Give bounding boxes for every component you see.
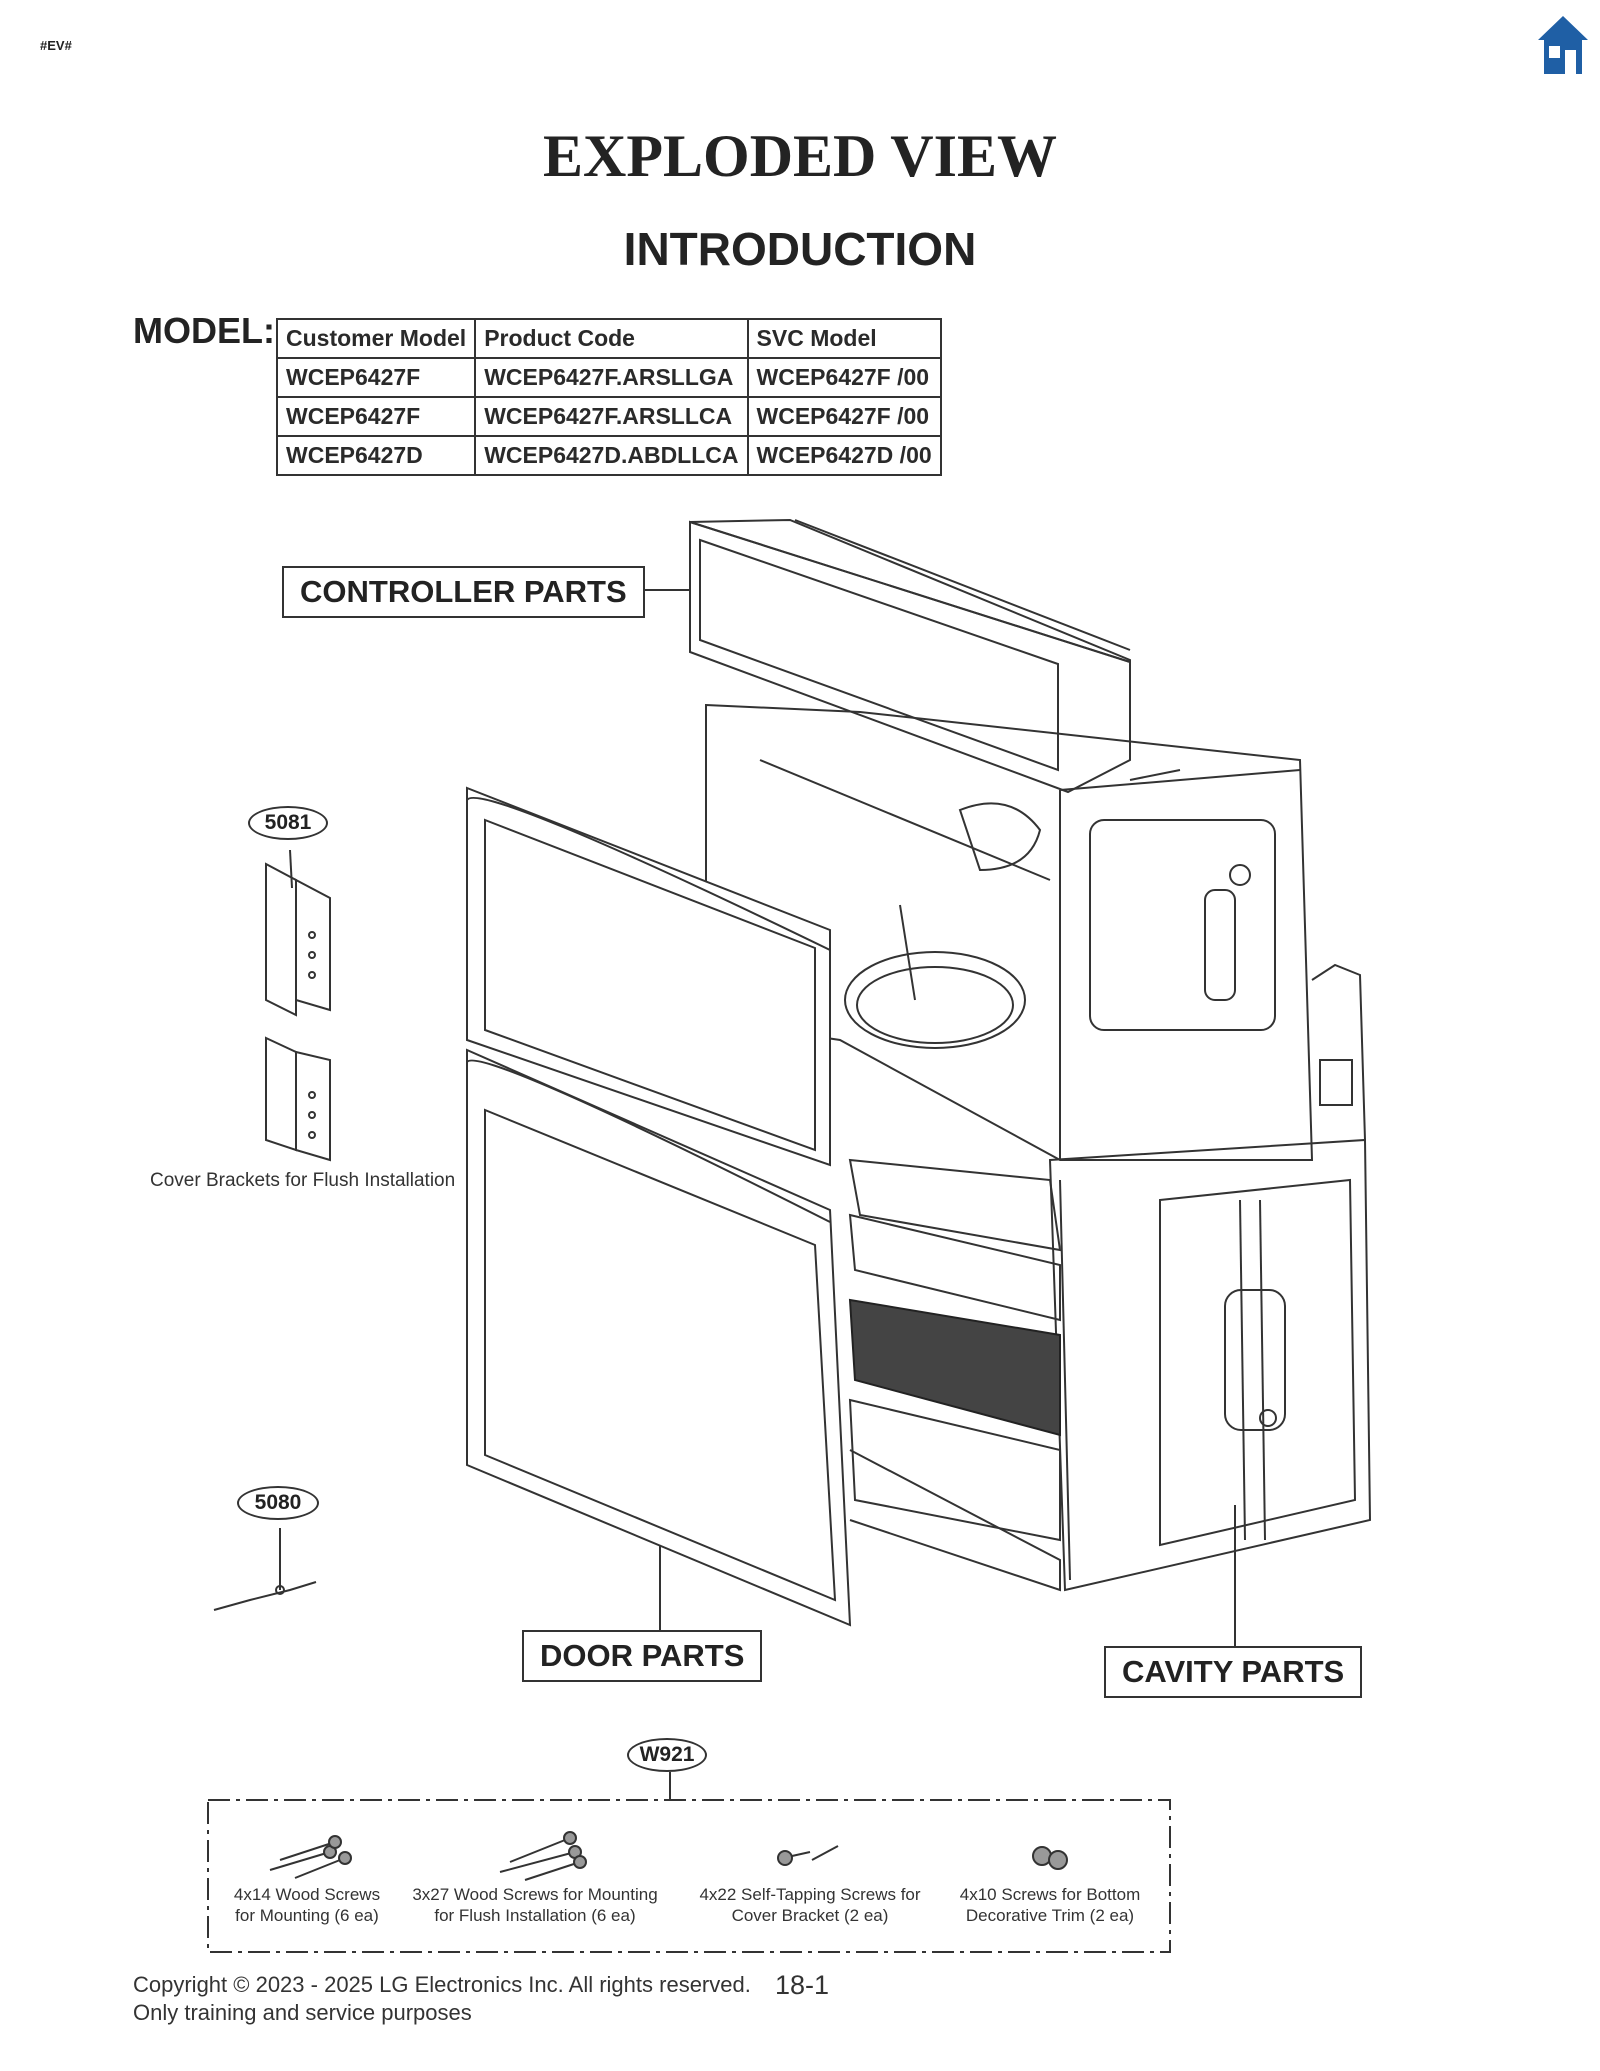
usage-note: Only training and service purposes (133, 2000, 472, 2025)
hardware-label-line: Decorative Trim (2 ea) (965, 1906, 1135, 1925)
model-table: Customer Model Product Code SVC Model WC… (275, 318, 942, 476)
page-subtitle: INTRODUCTION (623, 223, 977, 275)
hardware-item: 4x10 Screws for Bottom Decorative Trim (… (945, 1884, 1155, 1926)
table-cell: WCEP6427F (275, 357, 477, 398)
part-5081-bubble[interactable]: 5081 (248, 806, 328, 840)
cable-illustration (213, 1528, 317, 1611)
column-header: Customer Model (275, 318, 477, 359)
model-label: MODEL: (133, 310, 275, 351)
cavity-parts-label[interactable]: CAVITY PARTS (1104, 1646, 1363, 1698)
table-cell: WCEP6427F.ARSLLGA (474, 357, 749, 398)
wood-screws-long-illustration (499, 1831, 587, 1881)
self-tapping-screws-illustration (777, 1845, 839, 1866)
hardware-label-line: for Flush Installation (6 ea) (434, 1906, 636, 1925)
table-cell: WCEP6427D.ABDLLCA (474, 435, 749, 476)
controller-panel-illustration (634, 518, 1131, 794)
home-icon[interactable] (1536, 14, 1590, 76)
table-cell: WCEP6427F /00 (746, 357, 942, 398)
page-number: 18-1 (775, 1970, 830, 2000)
wood-screws-small-illustration (269, 1835, 352, 1879)
cover-bracket-illustration (265, 849, 331, 1162)
table-cell: WCEP6427D /00 (746, 435, 942, 476)
hardware-label-line: 4x14 Wood Screws (233, 1885, 381, 1904)
hardware-label-line: 3x27 Wood Screws for Mounting (412, 1885, 658, 1904)
page-title: EXPLODED VIEW (543, 123, 1057, 189)
oven-cavity-illustration (1048, 963, 1372, 1592)
upper-door-illustration (466, 786, 831, 1167)
bottom-trim-screws-illustration (1032, 1846, 1068, 1870)
hardware-box (207, 1799, 1171, 1953)
table-row: WCEP6427F WCEP6427F.ARSLLCA WCEP6427F /0… (275, 396, 942, 437)
hardware-label-line: Cover Bracket (2 ea) (731, 1906, 889, 1925)
door-parts-label[interactable]: DOOR PARTS (522, 1630, 763, 1682)
table-cell: WCEP6427F (275, 396, 477, 437)
part-5080-bubble[interactable]: 5080 (237, 1486, 319, 1520)
model-table-header: Customer Model Product Code SVC Model (275, 318, 942, 359)
table-row: WCEP6427F WCEP6427F.ARSLLGA WCEP6427F /0… (275, 357, 942, 398)
column-header: SVC Model (746, 318, 942, 359)
oven-racks-illustration (848, 1158, 1062, 1592)
hardware-item: 3x27 Wood Screws for Mounting for Flush … (405, 1884, 665, 1926)
controller-parts-label[interactable]: CONTROLLER PARTS (282, 566, 645, 618)
lower-door-illustration (466, 1048, 852, 1627)
hardware-item: 4x22 Self-Tapping Screws for Cover Brack… (685, 1884, 935, 1926)
microwave-body-illustration (705, 703, 1314, 1161)
copyright-text: Copyright © 2023 - 2025 LG Electronics I… (133, 1972, 751, 1997)
table-row: WCEP6427D WCEP6427D.ABDLLCA WCEP6427D /0… (275, 435, 942, 476)
table-cell: WCEP6427F /00 (746, 396, 942, 437)
cover-brackets-caption: Cover Brackets for Flush Installation (150, 1170, 456, 1191)
column-header: Product Code (474, 318, 749, 359)
hardware-label-line: 4x22 Self-Tapping Screws for (699, 1885, 921, 1904)
table-cell: WCEP6427D (275, 435, 477, 476)
part-w921-bubble[interactable]: W921 (627, 1738, 707, 1772)
table-cell: WCEP6427F.ARSLLCA (474, 396, 749, 437)
hardware-label-line: for Mounting (6 ea) (235, 1906, 379, 1925)
hardware-item: 4x14 Wood Screws for Mounting (6 ea) (212, 1884, 402, 1926)
document-tag: #EV# (40, 38, 72, 53)
hardware-label-line: 4x10 Screws for Bottom (959, 1885, 1141, 1904)
